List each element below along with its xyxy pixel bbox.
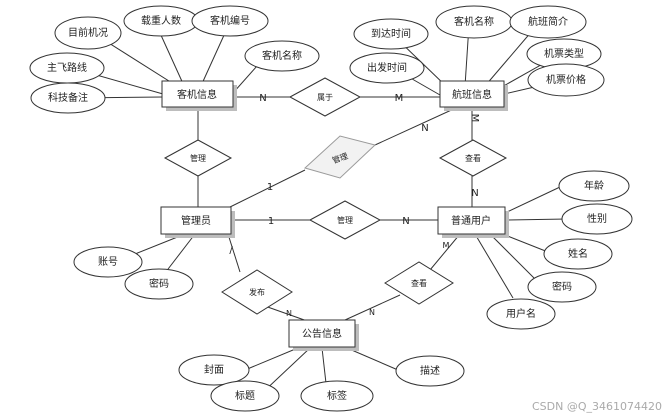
card-manage-flight-flight: N	[421, 123, 428, 134]
attr-user-password-label: 密码	[552, 280, 572, 293]
entity-admin-label: 管理员	[181, 214, 211, 227]
card-manage-user-admin: 1	[268, 216, 274, 227]
attr-gender: 性别	[561, 203, 633, 235]
rel-view-flight[interactable]: 查看	[438, 139, 508, 177]
card-publish-notice: N	[286, 309, 292, 318]
rel-view-notice[interactable]: 查看	[384, 261, 454, 305]
entity-flight-label: 航班信息	[452, 88, 492, 101]
entity-notice[interactable]: 公告信息	[288, 319, 359, 351]
entity-aircraft[interactable]: 客机信息	[161, 80, 237, 111]
attr-admin-password-label: 密码	[149, 277, 169, 290]
attr-tag: 标签	[300, 380, 374, 412]
rel-manage-user-label: 管理	[337, 215, 353, 225]
attr-ticket-type-label: 机票类型	[544, 47, 584, 60]
entity-aircraft-label: 客机信息	[177, 88, 217, 101]
card-publish-admin: /	[229, 245, 233, 256]
rel-manage-flight[interactable]: 管理	[304, 135, 377, 179]
attr-flight-intro: 航班简介	[509, 5, 587, 39]
attr-flight-aircraft-name: 客机名称	[435, 5, 513, 39]
attr-capacity: 载重人数	[123, 5, 199, 37]
rel-belongs-to-label: 属于	[317, 93, 333, 102]
attr-username: 用户名	[486, 298, 556, 330]
attr-name: 姓名	[543, 238, 613, 270]
card-view-notice-user: M	[443, 241, 450, 250]
attr-account: 账号	[73, 246, 143, 278]
attr-flight-intro-label: 航班简介	[528, 15, 568, 28]
card-manage-flight-admin: 1	[267, 182, 273, 193]
attr-gender-label: 性别	[587, 212, 607, 225]
attr-user-password: 密码	[527, 271, 597, 303]
attr-description: 描述	[395, 355, 465, 387]
attr-age: 年龄	[558, 170, 630, 202]
rel-manage-aircraft-label: 管理	[190, 153, 206, 163]
attr-title: 标题	[210, 380, 280, 412]
attr-departure-time-label: 出发时间	[367, 61, 407, 74]
attr-main-route: 主飞路线	[29, 52, 105, 84]
card-belongs-flight: M	[395, 93, 404, 104]
attr-ticket-price-label: 机票价格	[546, 73, 586, 86]
attr-arrival-time: 到达时间	[353, 18, 429, 50]
attr-main-route-label: 主飞路线	[47, 61, 87, 74]
attr-account-label: 账号	[98, 256, 118, 268]
watermark: CSDN @Q_3461074420	[532, 400, 662, 413]
attr-cover: 封面	[178, 354, 250, 386]
entity-user[interactable]: 普通用户	[437, 206, 509, 238]
rel-view-notice-label: 查看	[411, 278, 427, 288]
entity-notice-label: 公告信息	[302, 327, 342, 340]
attr-arrival-time-label: 到达时间	[371, 27, 411, 40]
rel-belongs-to[interactable]: 属于	[288, 77, 362, 117]
attr-aircraft-name-label: 客机名称	[262, 49, 302, 62]
card-belongs-aircraft: N	[259, 93, 266, 104]
rel-publish-label: 发布	[249, 287, 265, 297]
attr-capacity-label: 载重人数	[141, 14, 181, 27]
card-view-notice-notice: N	[369, 308, 375, 317]
attr-aircraft-model: 目前机况	[54, 16, 122, 50]
attr-aircraft-model-label: 目前机况	[68, 26, 108, 39]
attr-aircraft-no-label: 客机编号	[210, 14, 250, 27]
entity-admin[interactable]: 管理员	[160, 206, 235, 238]
attr-username-label: 用户名	[506, 307, 536, 320]
attr-tech-notes-label: 科技备注	[48, 91, 88, 104]
attr-aircraft-name: 客机名称	[244, 40, 320, 72]
rel-publish[interactable]: 发布	[221, 269, 293, 315]
entity-user-label: 普通用户	[451, 214, 491, 227]
attr-departure-time: 出发时间	[349, 52, 425, 84]
cardinalities: N M 1 N M N 1 N / N M N	[229, 93, 480, 318]
attr-ticket-type: 机票类型	[526, 38, 602, 70]
entity-flight[interactable]: 航班信息	[439, 80, 508, 111]
attr-name-label: 姓名	[568, 247, 588, 260]
rel-view-flight-label: 查看	[465, 153, 481, 163]
attr-cover-label: 封面	[204, 363, 224, 376]
attr-age-label: 年龄	[584, 179, 604, 192]
attr-flight-aircraft-name-label: 客机名称	[454, 15, 494, 28]
attr-tech-notes: 科技备注	[30, 82, 106, 114]
attr-title-label: 标题	[235, 390, 255, 402]
card-view-flight-user: N	[471, 188, 478, 199]
attr-ticket-price: 机票价格	[527, 63, 605, 97]
rel-manage-user[interactable]: 管理	[308, 200, 382, 240]
attr-description-label: 描述	[420, 364, 440, 377]
attr-tag-label: 标签	[327, 389, 347, 402]
rel-manage-aircraft[interactable]: 管理	[163, 139, 233, 177]
attr-aircraft-no: 客机编号	[191, 5, 269, 37]
card-view-flight-flight: M	[469, 114, 480, 123]
card-manage-user-user: N	[402, 216, 409, 227]
attr-admin-password: 密码	[124, 268, 194, 300]
